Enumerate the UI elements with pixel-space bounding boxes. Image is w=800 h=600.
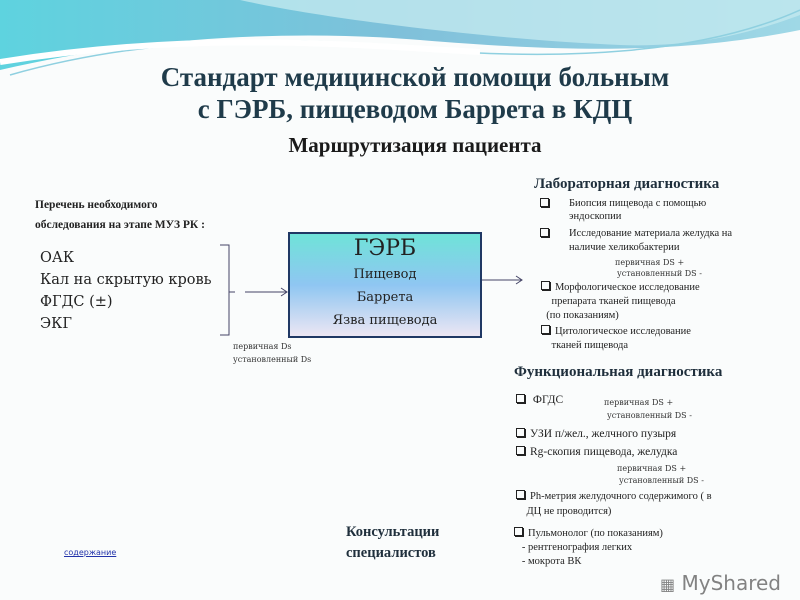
func-item-uzi: УЗИ п/жел., желчного пузыря — [516, 428, 676, 440]
lab-ds-established: установленный DS - — [617, 269, 702, 278]
lab-item: Цитологическое исследование тканей пищев… — [541, 325, 691, 353]
bracket-arrow — [220, 244, 288, 336]
arrow-to-lab — [482, 275, 523, 285]
ds-primary: первичная Ds — [233, 342, 292, 351]
lab-heading: Лабораторная диагностика — [534, 176, 720, 192]
consult-list: Пульмонолог (по показаниям) - рентгеногр… — [514, 527, 663, 569]
rg-ds-established: установленный DS - — [619, 476, 704, 485]
box-title: ГЭРБ — [353, 236, 417, 261]
checkbox-icon — [516, 446, 525, 455]
fgds-ds-established: установленный DS - — [607, 411, 692, 420]
func-item-rg: Rg-скопия пищевода, желудка — [516, 446, 677, 458]
checkbox-icon — [541, 325, 550, 334]
fgds-ds-primary: первичная DS + — [604, 398, 674, 407]
ds-established: установленный Ds — [233, 355, 312, 364]
diagnosis-box: ГЭРБ Пищевод Баррета Язва пищевода — [288, 232, 482, 338]
left-item: ФГДС (±) — [40, 294, 113, 310]
func-item-ph: Ph-метрия желудочного содержимого ( в ДЦ… — [516, 489, 712, 519]
checkbox-icon — [540, 228, 549, 237]
rg-ds-primary: первичная DS + — [617, 464, 687, 473]
consult-heading-1: Консультации — [346, 524, 440, 540]
checkbox-icon — [541, 281, 550, 290]
title-line-2: с ГЭРБ, пищеводом Баррета в КДЦ — [197, 94, 633, 124]
left-heading-1: Перечень необходимого — [35, 199, 158, 211]
checkbox-icon — [516, 428, 525, 437]
left-heading-2: обследования на этапе МУЗ РК : — [35, 219, 205, 231]
checkbox-icon — [514, 527, 523, 536]
box-line: Баррета — [356, 290, 414, 305]
checkbox-icon — [540, 198, 549, 207]
box-line: Язва пищевода — [332, 313, 438, 328]
watermark: ▦ MyShared — [660, 571, 781, 595]
func-heading: Функциональная диагностика — [514, 364, 723, 380]
left-item: ОАК — [40, 250, 75, 266]
contents-link[interactable]: содержание — [64, 548, 117, 557]
checkbox-icon — [516, 394, 525, 403]
title-line-1: Стандарт медицинской помощи больным — [160, 62, 670, 92]
subtitle: Маршрутизация пациента — [288, 133, 542, 157]
presentation-icon: ▦ — [660, 575, 676, 594]
box-line: Пищевод — [353, 267, 417, 282]
left-item: Кал на скрытую кровь — [40, 272, 212, 288]
lab-ds-primary: первичная DS + — [615, 258, 685, 267]
func-item-fgds: ФГДС — [516, 394, 563, 406]
lab-item: Морфологическое исследование препарата т… — [541, 281, 700, 323]
checkbox-icon — [516, 490, 525, 499]
consult-heading-2: специалистов — [346, 545, 436, 561]
left-item: ЭКГ — [40, 316, 72, 332]
